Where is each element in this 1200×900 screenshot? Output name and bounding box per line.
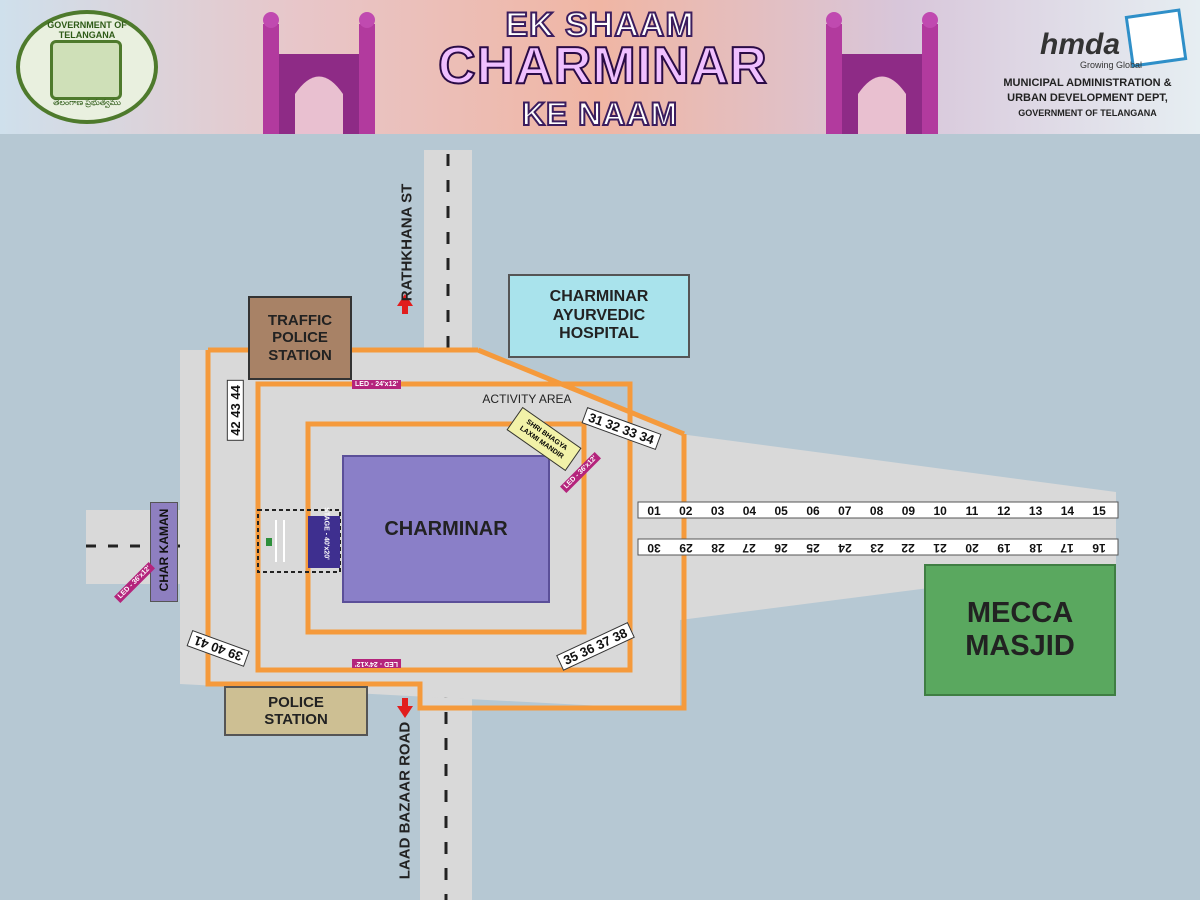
stall-row-bottom xyxy=(637,538,1119,556)
stage-label: STAGE - 40'x20' xyxy=(322,507,330,560)
stall-top-07: 07 xyxy=(838,504,852,518)
stall-bottom-25: 25 xyxy=(806,541,820,555)
banner-title-line2: CHARMINAR xyxy=(437,36,768,96)
stall-top-14: 14 xyxy=(1060,504,1075,518)
stall-top-15: 15 xyxy=(1092,504,1106,518)
stall-row-top xyxy=(637,501,1119,519)
stall-top-06: 06 xyxy=(806,504,820,518)
hmda-logo-text: hmda xyxy=(1040,28,1121,61)
stall-bottom-30: 30 xyxy=(647,541,661,555)
stall-bottom-19: 19 xyxy=(997,541,1011,555)
seal-top-text: GOVERNMENT OF TELANGANA xyxy=(47,20,127,40)
site-map xyxy=(86,150,1119,900)
stall-bottom-27: 27 xyxy=(742,541,757,555)
department-line1: MUNICIPAL ADMINISTRATION & xyxy=(1003,77,1172,89)
government-seal-logo: GOVERNMENT OF TELANGANA తెలంగాణ ప్రభుత్వ… xyxy=(16,10,158,124)
stall-top-09: 09 xyxy=(901,504,916,518)
department-line2: URBAN DEVELOPMENT DEPT, xyxy=(1007,92,1168,104)
stall-bottom-28: 28 xyxy=(710,541,725,555)
header-banner: GOVERNMENT OF TELANGANA తెలంగాణ ప్రభుత్వ… xyxy=(0,0,1200,134)
stall-bottom-22: 22 xyxy=(901,541,916,555)
stall-bottom-23: 23 xyxy=(869,541,884,555)
char-kaman-gate: CHAR KAMAN xyxy=(150,502,178,602)
department-line3: GOVERNMENT OF TELANGANA xyxy=(1018,108,1157,118)
stall-top-10: 10 xyxy=(933,504,947,518)
stalls-42-44: 42 43 44 xyxy=(226,380,244,441)
road-label-north: RATHKHANA ST xyxy=(398,183,416,302)
hmda-tagline: Growing Global xyxy=(1080,60,1143,70)
plaza-ground xyxy=(180,350,1116,710)
middle-orange-border xyxy=(255,381,633,673)
stall-top-05: 05 xyxy=(774,504,788,518)
mecca-masjid: MECCA MASJID xyxy=(924,564,1116,696)
stall-top-04: 04 xyxy=(742,504,757,518)
charminar-right-icon xyxy=(826,12,938,134)
stall-top-11: 11 xyxy=(965,504,979,518)
seal-emblem-icon xyxy=(50,40,122,100)
department-name: MUNICIPAL ADMINISTRATION & URBAN DEVELOP… xyxy=(985,76,1190,121)
banner-title-line1: EK SHAAM xyxy=(504,5,695,45)
charminar-ayurvedic-hospital: CHARMINAR AYURVEDIC HOSPITAL xyxy=(508,274,690,358)
char-kaman-label: CHAR KAMAN xyxy=(157,508,171,592)
stall-bottom-24: 24 xyxy=(838,541,852,555)
hmda-logo-icon xyxy=(1124,8,1188,68)
outer-orange-border xyxy=(205,350,687,711)
north-arrow-icon xyxy=(397,294,413,314)
stall-bottom-20: 20 xyxy=(965,541,979,555)
stall-top-01: 01 xyxy=(647,504,661,518)
stage xyxy=(308,516,340,568)
stall-top-03: 03 xyxy=(710,504,725,518)
stall-bottom-17: 17 xyxy=(1060,541,1075,555)
activity-area-label: ACTIVITY AREA xyxy=(482,392,572,406)
stall-bottom-21: 21 xyxy=(933,541,947,555)
stall-top-08: 08 xyxy=(869,504,884,518)
stall-top-13: 13 xyxy=(1028,504,1043,518)
charminar-building xyxy=(342,455,550,603)
south-arrow-icon xyxy=(397,698,413,718)
banner-title-line3: KE NAAM xyxy=(521,95,679,133)
seal-bottom-text: తెలంగాణ ప్రభుత్వము xyxy=(53,98,121,107)
charminar-label: CHARMINAR xyxy=(384,517,508,540)
stall-bottom-29: 29 xyxy=(679,541,693,555)
charminar-left-icon xyxy=(263,12,375,134)
stall-top-12: 12 xyxy=(997,504,1011,518)
led-screen-top: LED - 24'x12' xyxy=(352,380,402,389)
stall-bottom-16: 16 xyxy=(1092,541,1106,555)
traffic-police-station: TRAFFIC POLICE STATION xyxy=(248,296,352,380)
stall-top-02: 02 xyxy=(679,504,693,518)
police-station: POLICE STATION xyxy=(224,686,368,736)
led-screen-bottom: LED - 24'x12' xyxy=(352,659,402,668)
road-label-south: LAAD BAZAAR ROAD xyxy=(396,721,414,880)
stall-bottom-18: 18 xyxy=(1028,541,1043,555)
stall-bottom-26: 26 xyxy=(774,541,788,555)
stage-marker-icon xyxy=(266,538,272,546)
